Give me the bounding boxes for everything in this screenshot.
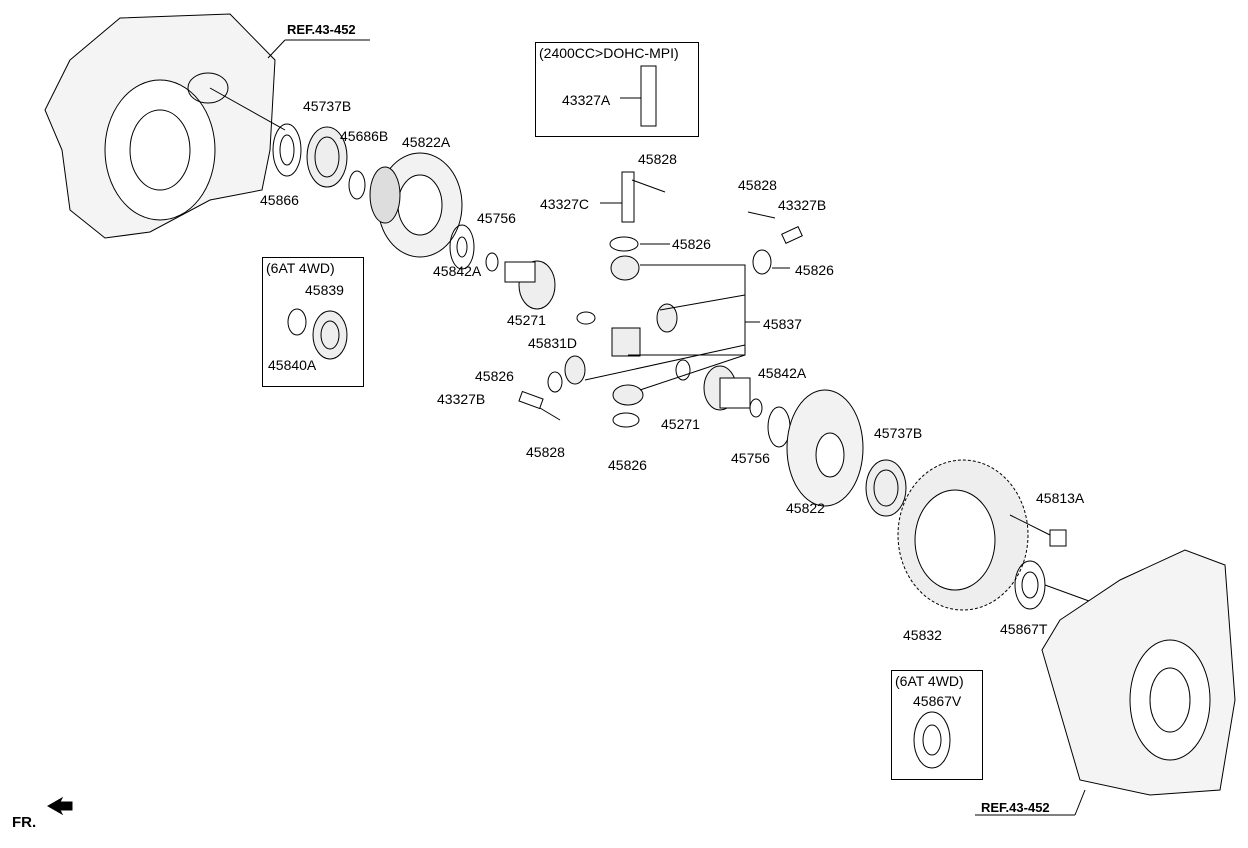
- transmission-case-left: [44, 13, 370, 239]
- part-label[interactable]: 45826: [795, 262, 834, 278]
- part-label[interactable]: 45837: [763, 316, 802, 332]
- ref-bottom[interactable]: REF.43-452: [981, 800, 1050, 815]
- part-label[interactable]: 45826: [475, 368, 514, 384]
- part-label[interactable]: 45832: [903, 627, 942, 643]
- part-label[interactable]: 45839: [305, 282, 344, 298]
- part-label[interactable]: 45822: [786, 500, 825, 516]
- part-label[interactable]: 43327B: [778, 197, 827, 213]
- part-label[interactable]: 45828: [638, 151, 677, 167]
- differential-case-45822A: [369, 152, 463, 258]
- part-label[interactable]: 45826: [608, 457, 647, 473]
- awd-box-right: [891, 670, 983, 780]
- part-label[interactable]: 45867T: [1000, 621, 1048, 637]
- part-label[interactable]: 45813A: [1036, 490, 1085, 506]
- part-label[interactable]: 43327B: [437, 391, 486, 407]
- awd-left-title: (6AT 4WD): [266, 260, 335, 276]
- part-label[interactable]: 45866: [260, 192, 299, 208]
- ref-top[interactable]: REF.43-452: [287, 22, 356, 37]
- transmission-case-right: [975, 549, 1236, 816]
- part-label[interactable]: 45842A: [758, 365, 807, 381]
- part-label[interactable]: 43327A: [562, 92, 611, 108]
- part-label[interactable]: 45737B: [303, 98, 352, 114]
- arrow-front-icon: [46, 796, 73, 816]
- part-label[interactable]: 45826: [672, 236, 711, 252]
- part-label[interactable]: 45271: [507, 312, 546, 328]
- part-label[interactable]: 45840A: [268, 357, 317, 373]
- part-label[interactable]: 45271: [661, 416, 700, 432]
- part-label[interactable]: 45756: [477, 210, 516, 226]
- engine-variant-box: [535, 42, 699, 137]
- part-label[interactable]: 45756: [731, 450, 770, 466]
- part-label[interactable]: 45686B: [340, 128, 389, 144]
- part-label[interactable]: 45831D: [528, 335, 578, 351]
- engine-variant-title: (2400CC>DOHC-MPI): [539, 45, 679, 61]
- front-direction-label: FR.: [12, 814, 37, 831]
- final-gear-45832: [897, 459, 1029, 611]
- awd-right-title: (6AT 4WD): [895, 673, 964, 689]
- part-label[interactable]: 45822A: [402, 134, 451, 150]
- part-label[interactable]: 45842A: [433, 263, 482, 279]
- part-label[interactable]: 45828: [738, 177, 777, 193]
- awd-box-left: [262, 257, 364, 387]
- part-label[interactable]: 45737B: [874, 425, 923, 441]
- washer-45866: [272, 123, 302, 177]
- part-label[interactable]: 45828: [526, 444, 565, 460]
- part-label[interactable]: 45867V: [913, 693, 962, 709]
- part-label[interactable]: 43327C: [540, 196, 590, 212]
- differential-case-45822: [786, 389, 864, 507]
